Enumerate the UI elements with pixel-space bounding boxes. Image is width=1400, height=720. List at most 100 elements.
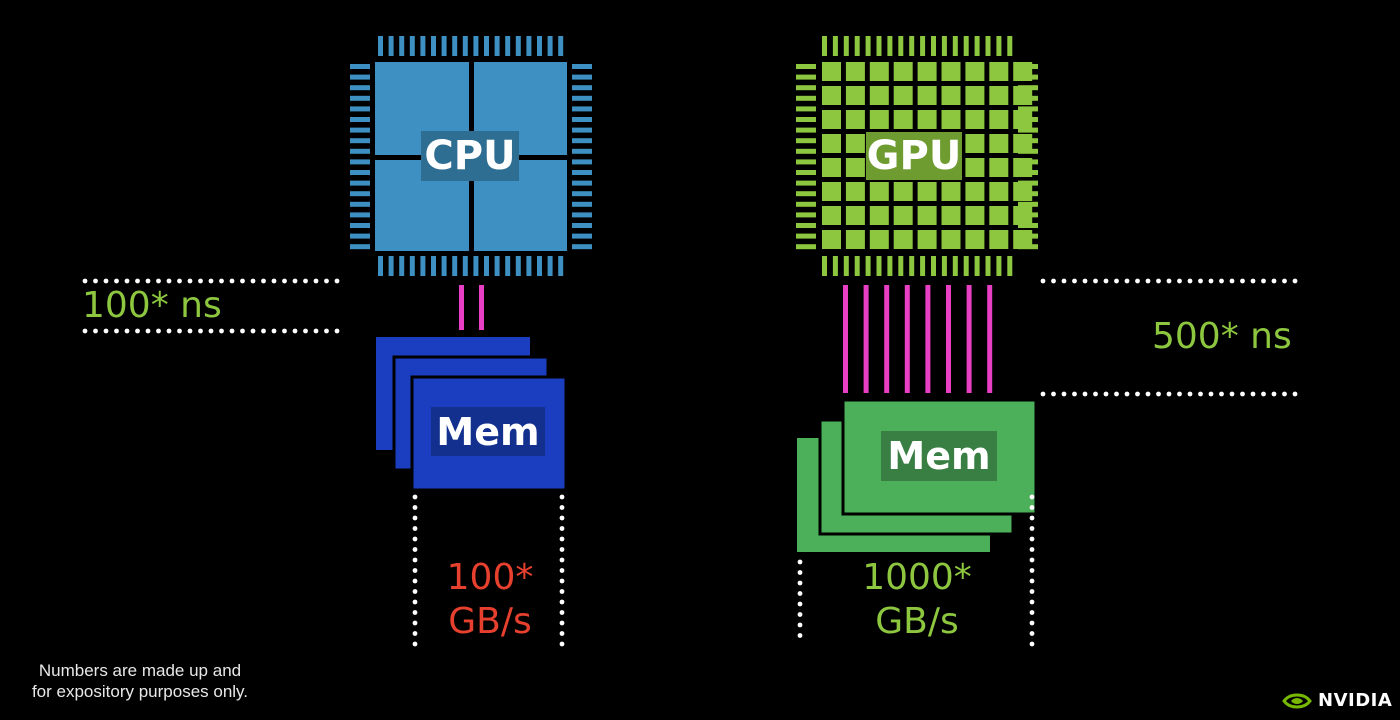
guide-dot [1135,278,1140,284]
cpu-pin [350,64,370,69]
cpu-pin [572,64,592,69]
gpu-pin [796,95,816,101]
gpu-memory-link [884,285,890,393]
guide-dot [1240,391,1245,397]
guide-dot [559,620,565,626]
gpu-core [941,230,961,249]
guide-dot [1166,278,1172,284]
guide-dot [1156,391,1161,397]
guide-dot [166,328,172,334]
gpu-core [1013,134,1033,153]
gpu-pin [832,36,838,56]
gpu-memory-link [925,285,931,393]
gpu-pin [996,36,1002,56]
gpu-core [822,206,841,225]
cpu-pin [409,36,415,56]
gpu-pin [909,256,915,276]
guide-dot [1198,391,1203,397]
gpu-core [869,230,889,249]
gpu-pin [796,106,816,112]
cpu-pin [473,256,479,276]
cpu-pin [515,256,521,276]
guide-dot [559,631,565,636]
gpu-pin [796,159,816,165]
gpu-pin [843,36,849,56]
guide-dot [412,557,418,563]
gpu-pin [796,191,816,197]
guide-dot [1029,599,1035,605]
guide-dot [1177,278,1182,284]
cpu-memory-link [459,285,464,330]
gpu-pin [974,36,980,56]
gpu-pin [876,256,882,276]
cpu-pin [547,256,553,276]
guide-dot [1029,505,1035,510]
gpu-core [941,182,961,201]
gpu-core [869,110,889,129]
guide-dot [1124,391,1130,397]
gpu-pins-bottom [822,256,1013,276]
gpu-pin [796,212,816,218]
guide-dot [1029,494,1035,500]
cpu-pin [350,127,370,133]
gpu-core [941,110,961,129]
cpu-pin [399,256,405,276]
gpu-core [1013,86,1033,105]
gpu-core [1013,110,1033,129]
cpu-latency-value: 100* ns [82,285,222,326]
cpu-pin [484,36,489,56]
guide-dot [1029,526,1035,531]
guide-dot [208,278,214,284]
guide-dot [1029,620,1035,626]
guide-dot [1145,391,1151,397]
gpu-pin [887,36,893,56]
guide-dot [1029,578,1035,584]
gpu-pin [796,223,816,228]
cpu-pin [431,256,436,276]
guide-dot [156,328,161,334]
gpu-pin [876,36,882,56]
gpu-memory-link [904,285,910,393]
gpu-pin [963,36,969,56]
guide-dot [412,599,418,605]
gpu-core [917,230,937,249]
gpu-core [965,158,985,177]
gpu-core [965,110,985,129]
gpu-core [965,230,985,249]
guide-dot [1292,278,1298,284]
guide-dot [559,515,565,521]
guide-dot [797,612,803,617]
guide-dot [559,494,565,500]
gpu-core [989,86,1009,105]
guide-dot [166,278,172,284]
gpu-core [893,86,913,105]
cpu-bandwidth: 100* GB/s [418,556,562,644]
gpu-pin [985,36,991,56]
guide-dot [412,568,418,573]
guide-dot [797,601,803,607]
cpu-pin [572,159,592,165]
cpu-pin [505,36,511,56]
guide-dot [559,641,565,647]
cpu-pin [515,36,521,56]
cpu-pin [572,212,592,218]
guide-dot [114,328,119,334]
cpu-pin [572,201,592,207]
cpu-pins-left [350,64,370,250]
guide-dot [412,515,418,521]
guide-dot [1093,278,1098,284]
gpu-core [941,206,961,225]
gpu-core [941,62,961,81]
guide-dot [261,278,266,284]
guide-dot [208,328,214,334]
guide-dot [1282,278,1287,284]
guide-dot [1229,391,1235,397]
gpu-pin [887,256,893,276]
cpu-pin [431,36,436,56]
guide-dot [177,278,182,284]
gpu-pin [796,148,816,154]
cpu-memory-link [479,285,484,330]
cpu-pin [378,36,383,56]
guide-dot [1029,610,1035,615]
